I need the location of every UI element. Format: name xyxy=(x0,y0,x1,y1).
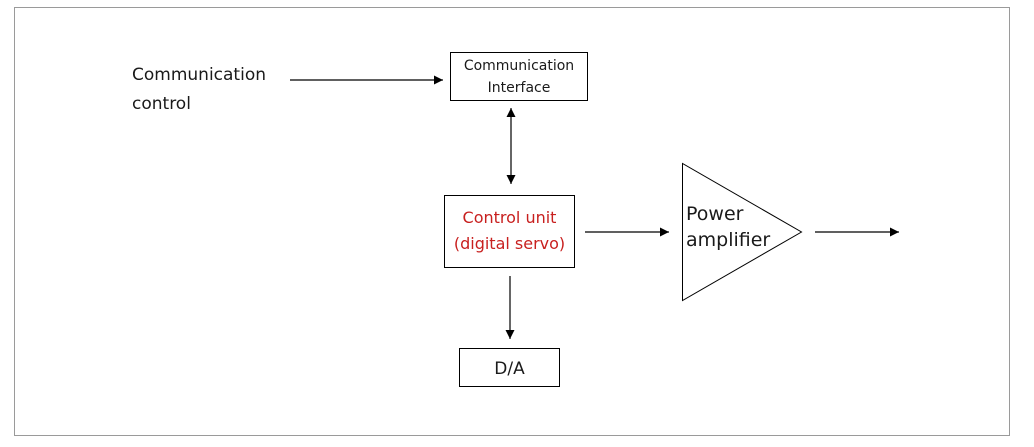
power-amplifier-triangle xyxy=(682,162,803,302)
comm-control-line1: Communication xyxy=(132,65,266,85)
control-unit-line1: Control unit xyxy=(463,208,557,227)
comm-interface-box xyxy=(450,52,588,101)
control-unit-box xyxy=(444,195,575,268)
da-label: D/A xyxy=(494,359,525,379)
power-amp-line1: Power xyxy=(686,203,744,225)
node-da: D/A xyxy=(459,348,560,387)
da-box xyxy=(459,348,560,387)
comm-control-line2: control xyxy=(132,94,191,114)
node-power-amplifier: Power amplifier xyxy=(682,162,803,302)
control-unit-line2: (digital servo) xyxy=(454,234,565,253)
comm-interface-line2: Interface xyxy=(488,80,551,96)
node-control-unit: Control unit (digital servo) xyxy=(444,195,575,268)
node-communication-interface: Communication Interface xyxy=(450,52,588,101)
power-amp-line2: amplifier xyxy=(686,229,770,251)
comm-interface-line1: Communication xyxy=(464,58,574,74)
node-communication-control: Communication control xyxy=(132,65,266,114)
diagram-frame xyxy=(14,7,1010,436)
